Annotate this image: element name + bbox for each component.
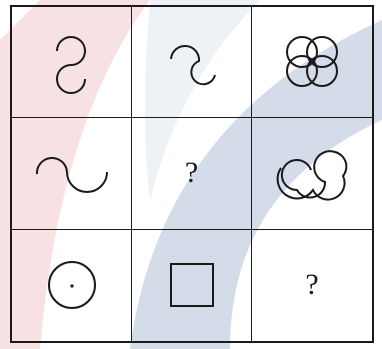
question-mark: ? bbox=[305, 270, 318, 300]
cell-r3c3: ? bbox=[252, 230, 372, 341]
question-mark: ? bbox=[185, 158, 198, 188]
cell-r3c1 bbox=[12, 230, 132, 341]
cell-r1c2 bbox=[132, 7, 252, 118]
cell-r2c1 bbox=[12, 118, 132, 229]
cell-r3c2 bbox=[132, 230, 252, 341]
puzzle-grid: ? ? bbox=[10, 5, 374, 343]
circle-with-dot-icon bbox=[37, 250, 107, 320]
cell-r2c2: ? bbox=[132, 118, 252, 229]
cell-r1c3 bbox=[252, 7, 372, 118]
s-curve-icon bbox=[37, 27, 107, 97]
wave-curve-icon bbox=[27, 138, 117, 208]
reversed-s-curve-icon bbox=[157, 27, 227, 97]
four-circle-clover-icon bbox=[274, 27, 350, 97]
cell-r1c1 bbox=[12, 7, 132, 118]
square-icon bbox=[157, 250, 227, 320]
twin-loop-icon bbox=[267, 138, 357, 208]
cell-r2c3 bbox=[252, 118, 372, 229]
